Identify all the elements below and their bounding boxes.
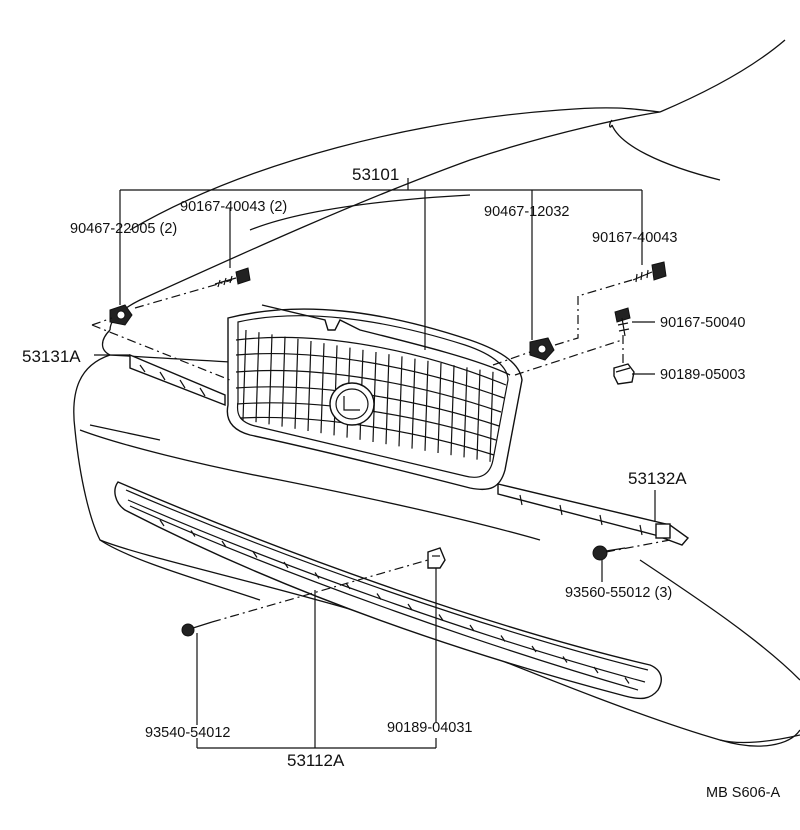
left-molding [129,353,226,407]
grille-divider [268,334,273,425]
lower-grille-slot [531,645,537,653]
grille-divider [385,354,390,445]
label-93540-54012: 93540-54012 [145,725,230,741]
grille-divider [476,369,481,460]
lower-grille-slot [190,530,196,537]
screw-bottom-part [181,621,213,637]
nut-bottom-part [427,547,446,569]
grille-divider [398,356,403,447]
lower-grille-slot [593,666,599,674]
label-90467-22005: 90467-22005 (2) [70,221,177,237]
label-90167-40043-2: 90167-40043 (2) [180,199,287,215]
lower-grille-slot [407,603,413,611]
grille-verticals [242,329,494,462]
grille-divider [424,360,429,451]
lower-grille [114,481,662,700]
screw-molding-part [592,545,626,561]
lower-grille-slot [159,519,165,527]
upper-grille [226,304,523,491]
screw-mid-part [614,307,631,337]
car-body-outline [73,39,800,747]
screw-left-part [214,267,251,288]
label-53112A: 53112A [287,751,345,770]
label-90167-40043: 90167-40043 [592,230,677,246]
label-53131A: 53131A [22,347,81,366]
grille-divider [372,351,377,443]
grille-divider [437,362,442,454]
leader-lines [94,178,656,749]
grille-divider [489,371,494,462]
grille-divider [320,343,325,434]
grille-divider [450,365,455,456]
clip-right-part [529,337,555,361]
lower-grille-slot [469,624,475,632]
label-90189-05003: 90189-05003 [660,367,745,383]
grille-divider [242,329,247,421]
dashed-assembly-lines [91,279,671,623]
screw-right-part [632,261,667,283]
label-53132A: 53132A [628,469,687,488]
grille-divider [294,338,299,429]
label-90167-50040: 90167-50040 [660,315,745,331]
label-90467-12032: 90467-12032 [484,204,569,220]
lower-grille-slot [438,614,444,621]
lower-grille-slot [283,561,289,569]
grille-divider [255,332,260,423]
lower-grille-slot [562,656,568,663]
grille-divider [307,340,312,432]
lower-grille-slot [376,593,382,600]
lower-grille-slot [221,540,227,548]
lower-grille-slot [252,551,258,558]
grille-divider [411,358,416,449]
label-90189-04031: 90189-04031 [387,720,472,736]
nut-mid-part [613,363,635,385]
grille-divider [463,367,468,458]
clip-left-part [109,304,133,326]
label-53101: 53101 [352,165,399,184]
lexus-emblem [329,382,375,426]
lower-grille-slot [500,635,506,642]
label-93560-55012: 93560-55012 (3) [565,585,672,601]
lower-grille-slots [159,519,630,684]
lower-grille-slot [624,677,630,684]
lower-grille-slot [345,582,351,590]
grille-divider [281,336,286,427]
right-molding [497,483,690,546]
diagram-code: MB S606-A [706,785,780,801]
lower-grille-slot [314,572,320,579]
